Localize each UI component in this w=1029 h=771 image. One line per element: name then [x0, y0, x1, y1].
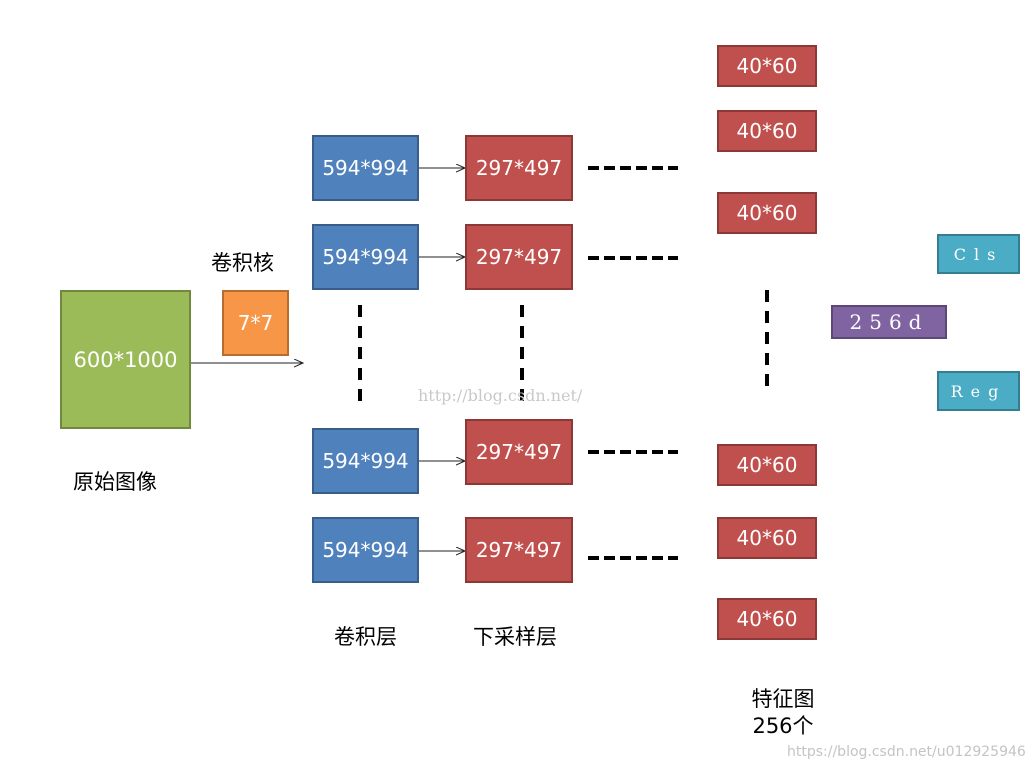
pool-layer-box: 297*497: [465, 517, 573, 583]
pool-layer-size: 297*497: [475, 156, 563, 180]
feature-map-box: 40*60: [717, 598, 817, 640]
feature-label-line1: 特征图: [751, 687, 815, 711]
feature-map-box: 40*60: [717, 192, 817, 234]
pool-label: 下采样层: [473, 625, 557, 649]
feature-map-size: 40*60: [736, 526, 798, 550]
feature-map-size: 40*60: [736, 453, 798, 477]
conv-label: 卷积层: [334, 625, 397, 649]
conv-layer-box: 594*994: [312, 224, 419, 290]
reg-label: Reg: [950, 381, 1007, 401]
kernel-box: 7*7: [222, 290, 289, 356]
cls-label: Cls: [953, 244, 1004, 264]
conv-layer-size: 594*994: [322, 449, 409, 473]
conv-layer-size: 594*994: [322, 245, 409, 269]
feature-map-box: 40*60: [717, 45, 817, 87]
conv-layer-size: 594*994: [322, 538, 409, 562]
conv-layer-box: 594*994: [312, 428, 419, 494]
feature-map-size: 40*60: [736, 607, 798, 631]
feature-map-size: 40*60: [736, 54, 798, 78]
footer-url: https://blog.csdn.net/u012925946: [787, 744, 1026, 760]
pool-layer-size: 297*497: [475, 245, 563, 269]
vector-box: 256d: [831, 305, 947, 339]
pool-layer-box: 297*497: [465, 224, 573, 290]
pool-layer-size: 297*497: [475, 538, 563, 562]
feature-map-box: 40*60: [717, 110, 817, 152]
input-image-box: 600*1000: [60, 290, 191, 429]
pool-layer-box: 297*497: [465, 135, 573, 201]
input-size: 600*1000: [73, 347, 178, 372]
reg-output-box: Reg: [937, 371, 1020, 411]
conv-layer-size: 594*994: [322, 156, 409, 180]
kernel-label: 卷积核: [211, 251, 274, 275]
feature-label-line2: 256个: [752, 714, 814, 738]
pool-layer-size: 297*497: [475, 440, 563, 464]
cls-output-box: Cls: [937, 234, 1020, 274]
input-label: 原始图像: [73, 470, 157, 494]
watermark: http://blog.csdn.net/: [418, 386, 583, 405]
conv-layer-box: 594*994: [312, 135, 419, 201]
feature-map-box: 40*60: [717, 517, 817, 559]
feature-map-size: 40*60: [736, 201, 798, 225]
pool-layer-box: 297*497: [465, 419, 573, 485]
vector-label: 256d: [849, 310, 929, 334]
kernel-size: 7*7: [237, 311, 274, 335]
feature-map-size: 40*60: [736, 119, 798, 143]
conv-layer-box: 594*994: [312, 517, 419, 583]
feature-label: 特征图 256个: [733, 686, 833, 740]
feature-map-box: 40*60: [717, 444, 817, 486]
